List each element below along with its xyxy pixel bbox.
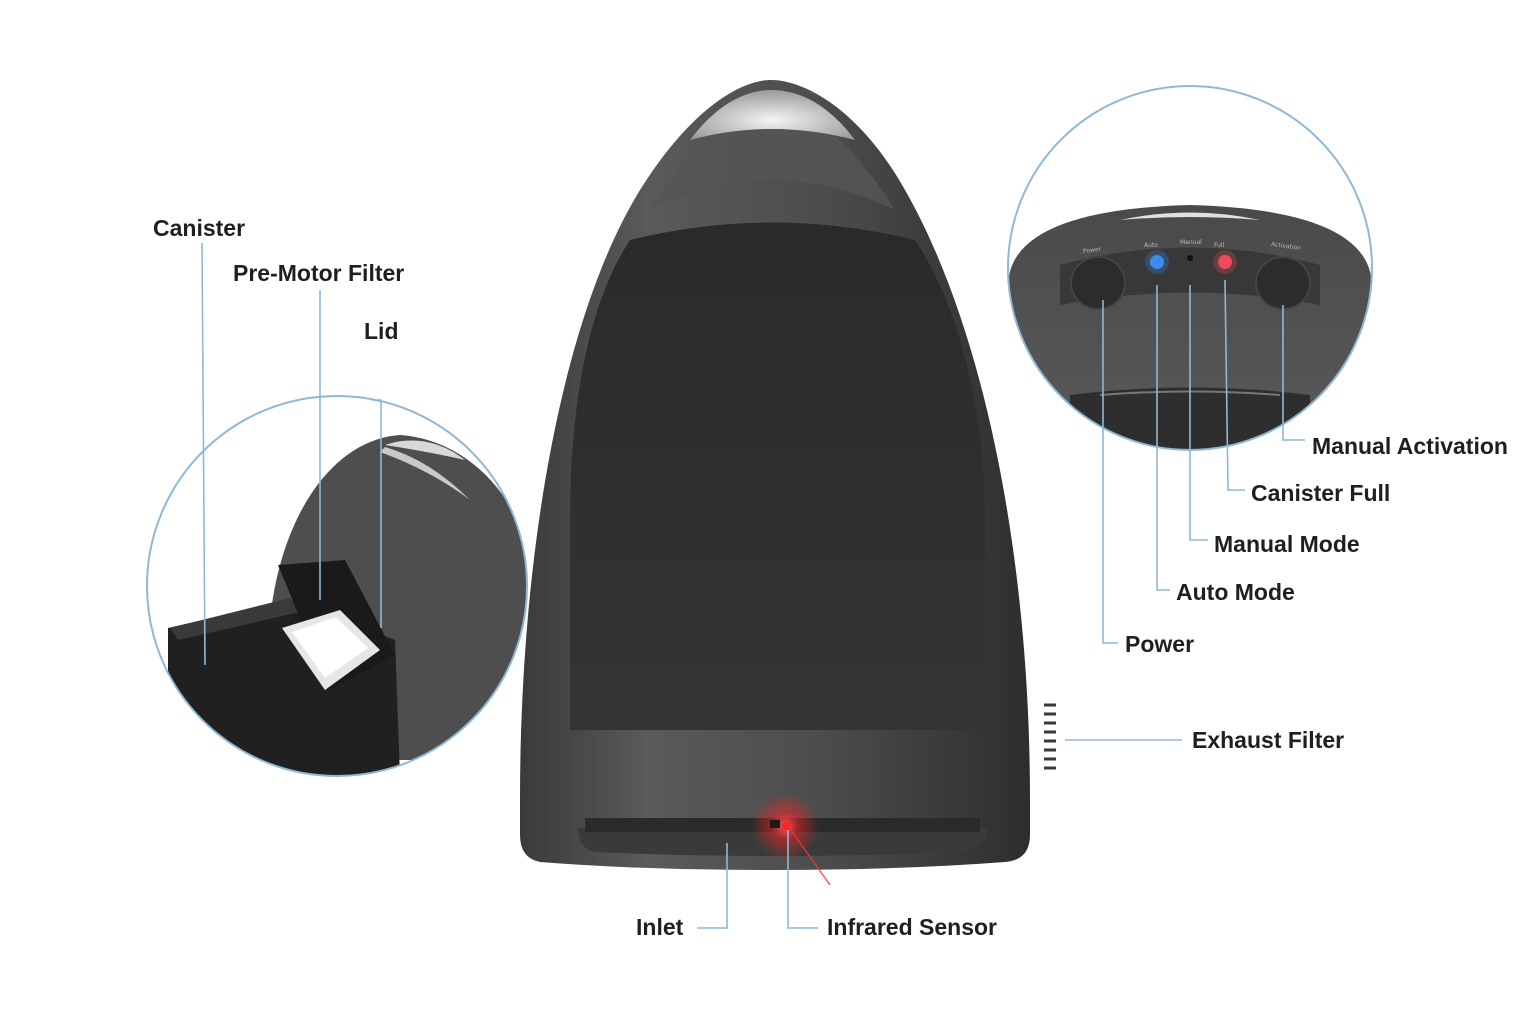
label-manual-mode: Manual Mode	[1214, 531, 1360, 557]
label-exhaust-filter: Exhaust Filter	[1192, 727, 1345, 753]
power-button[interactable]	[1070, 256, 1126, 310]
panel-text-manual: Manual	[1180, 239, 1202, 246]
auto-mode-indicator	[1150, 255, 1164, 269]
canister-zoom	[146, 395, 528, 777]
exhaust-vents	[1044, 703, 1056, 770]
label-infrared-sensor: Infrared Sensor	[827, 914, 997, 940]
top-highlight	[690, 90, 855, 140]
label-auto-mode: Auto Mode	[1176, 579, 1295, 605]
vacuum-body	[520, 80, 1056, 886]
label-inlet: Inlet	[636, 914, 684, 940]
label-manual-activation: Manual Activation	[1312, 433, 1508, 459]
panel-text-auto: Auto	[1144, 242, 1158, 249]
manual-mode-indicator	[1187, 255, 1193, 261]
label-canister-full: Canister Full	[1251, 480, 1391, 506]
infrared-sensor-light	[782, 822, 790, 830]
label-pre-motor-filter: Pre-Motor Filter	[233, 260, 405, 286]
panel-text-full: Full	[1214, 242, 1225, 249]
control-strip	[1060, 247, 1320, 305]
leader-lines	[201, 242, 1305, 929]
label-power: Power	[1125, 631, 1195, 657]
canister-full-indicator	[1218, 255, 1232, 269]
label-lid: Lid	[364, 318, 399, 344]
front-panel	[570, 222, 985, 730]
label-canister: Canister	[153, 215, 246, 241]
manual-activation-button[interactable]	[1255, 256, 1311, 310]
